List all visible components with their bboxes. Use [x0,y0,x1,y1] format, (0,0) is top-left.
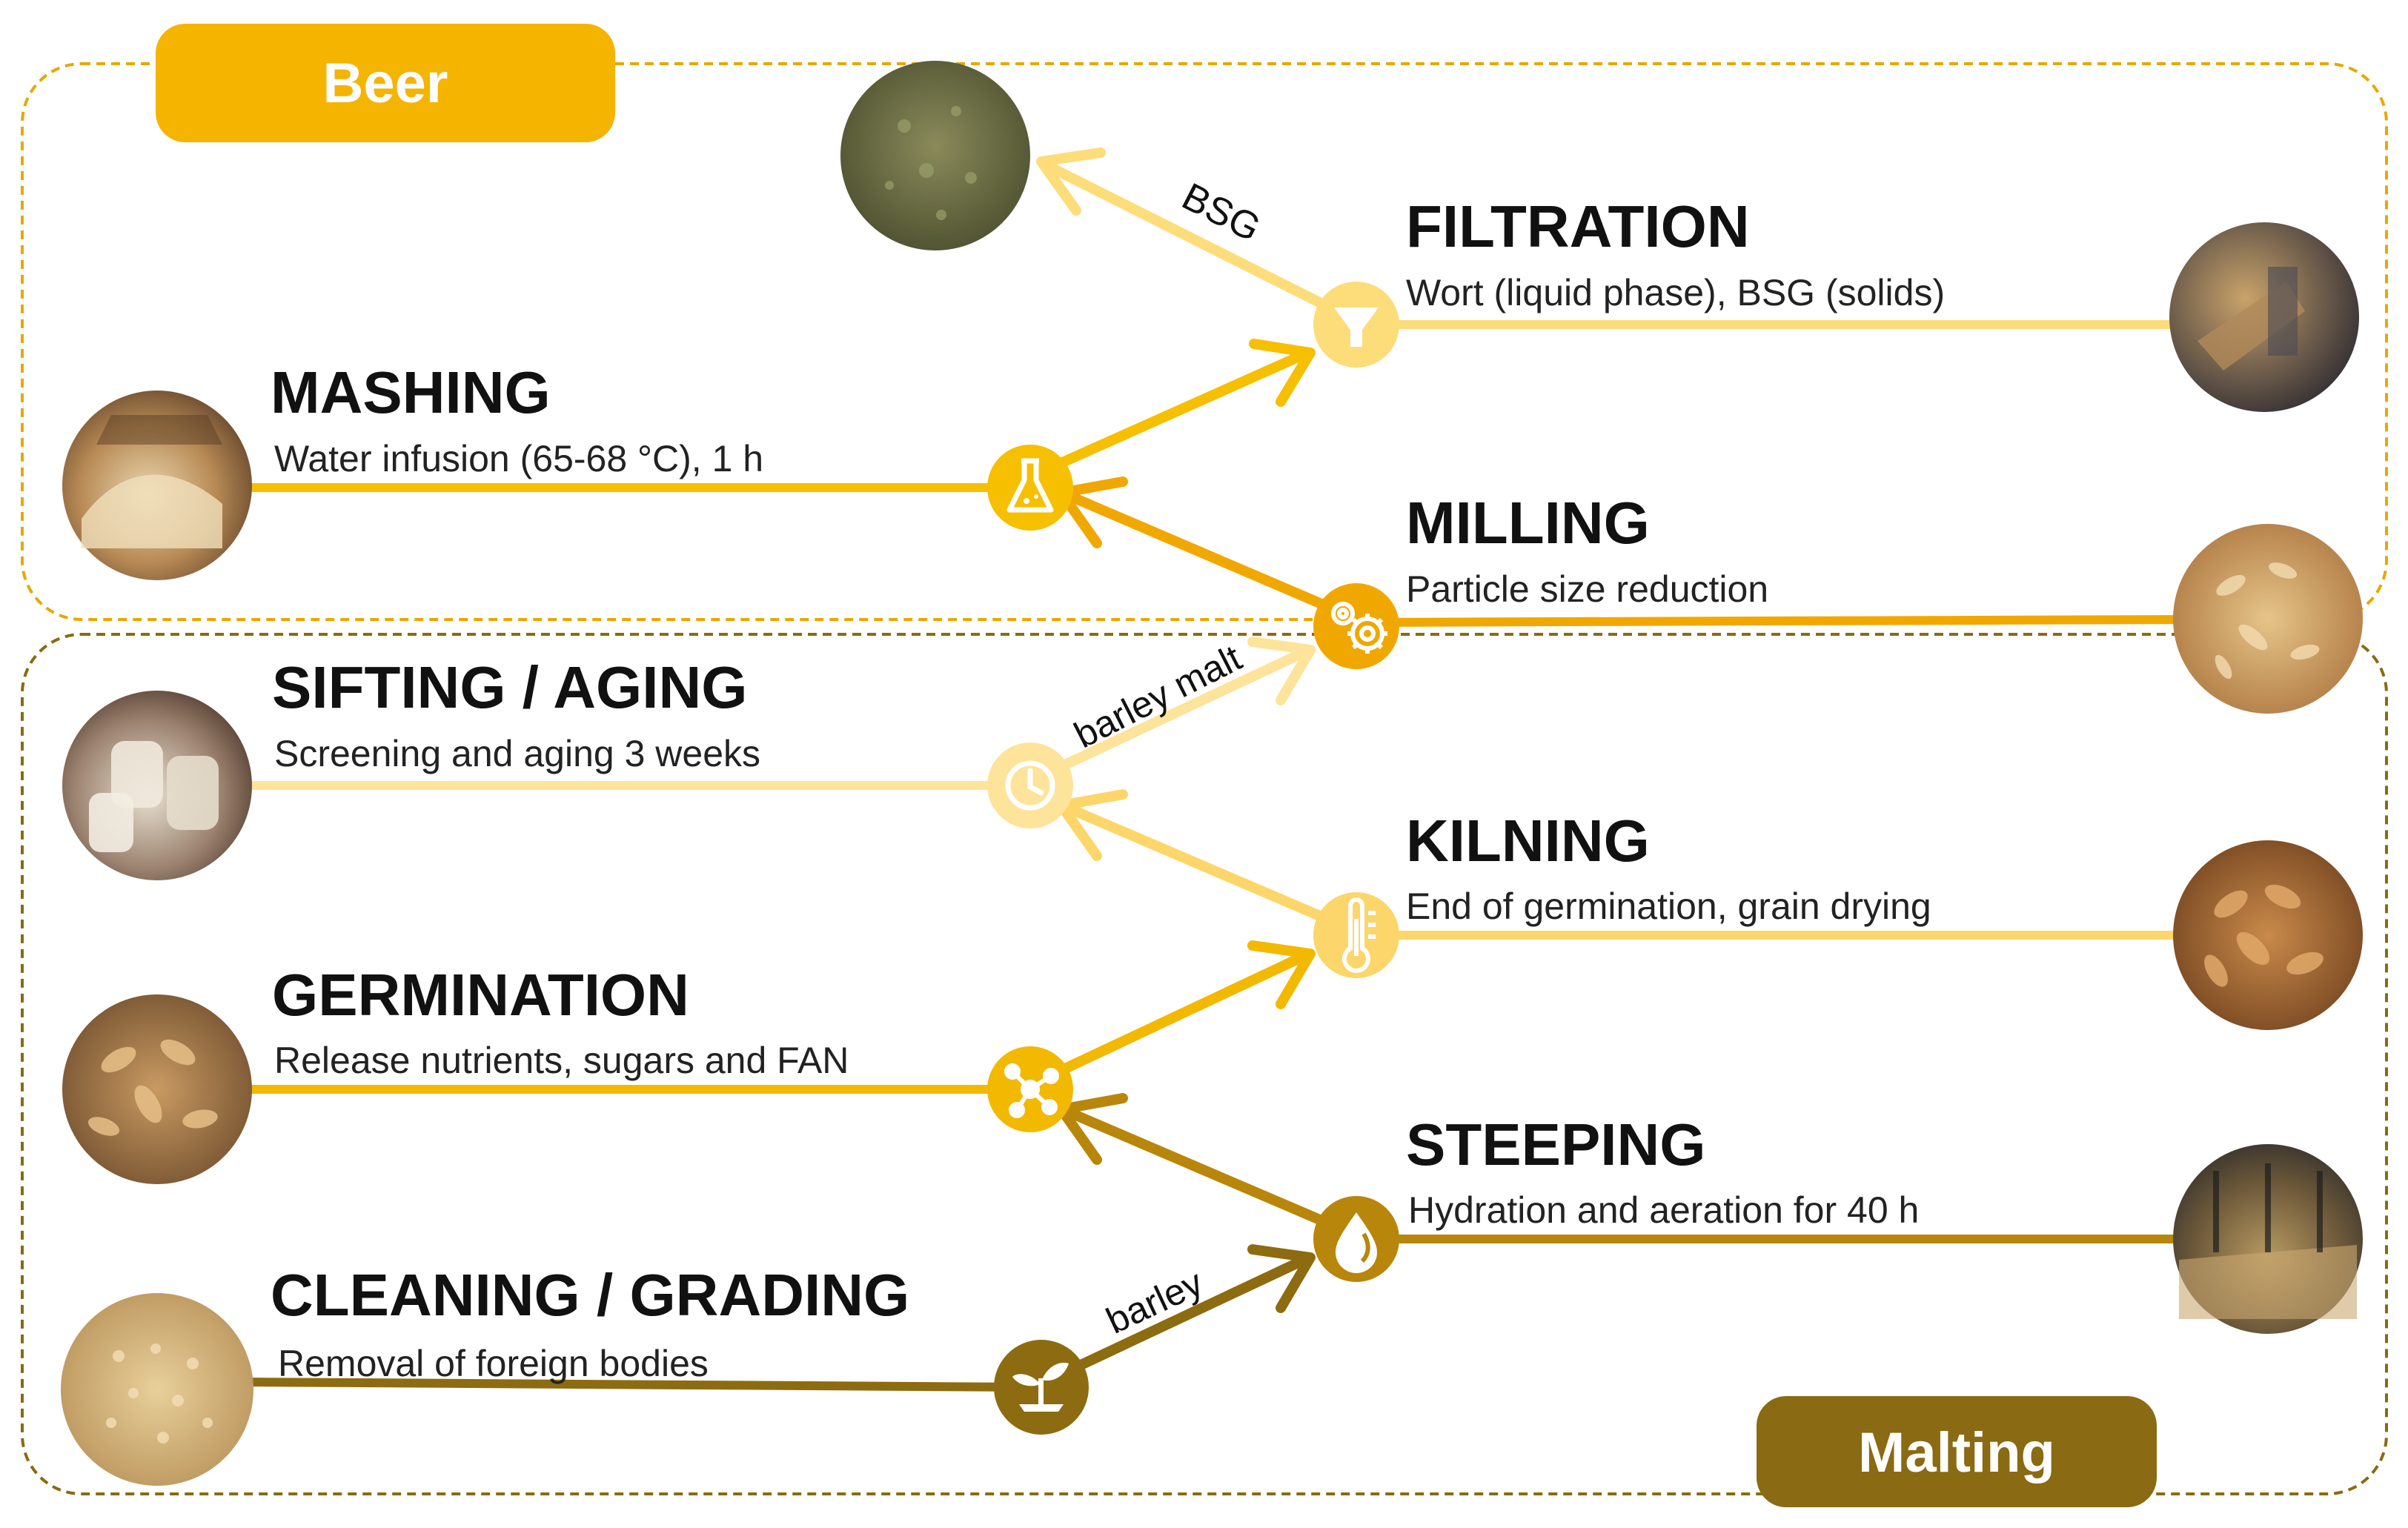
milling-title: MILLING [1406,490,1650,556]
raw-barley-photo [61,1293,253,1486]
arrow-sifting-to-milling [1047,637,1316,776]
sifting-title: SIFTING / AGING [272,654,747,720]
filtration-title: FILTRATION [1406,193,1750,259]
cleaning-title: CLEANING / GRADING [271,1262,909,1328]
arrow-mashing-to-filtration [1047,339,1316,472]
mash-tun-photo [62,391,252,580]
filtration-equipment-photo [2169,222,2359,412]
filtration-node [1313,282,1399,368]
mashing-title: MASHING [271,359,551,425]
mashing-node [987,445,1073,531]
steeping-node [1313,1196,1399,1282]
germination-node [987,1046,1073,1132]
kilning-node [1313,892,1399,978]
kilning-title: KILNING [1406,808,1650,874]
spent-grain-photo [840,61,1030,250]
kilned-malt-photo [2173,840,2363,1030]
thermometer-icon [1342,897,1376,973]
germinating-barley-photo [62,994,252,1184]
sifting-desc: Screening and aging 3 weeks [274,733,760,774]
beer-zone-border [21,62,2388,621]
steeping-floor-photo [2173,1144,2363,1334]
mashing-desc: Water infusion (65-68 °C), 1 h [274,438,763,479]
milling-node [1313,583,1399,669]
steeping-desc: Hydration and aeration for 40 h [1408,1189,1919,1231]
arrow-milling-to-mashing [1056,476,1332,611]
filtration-desc: Wort (liquid phase), BSG (solids) [1406,272,1945,313]
arrow-filtration-to-bsg [1036,147,1339,315]
cleaning-line [244,1378,1031,1392]
arrow-germination-to-kilning [1047,940,1316,1080]
steeping-title: STEEPING [1406,1112,1706,1177]
germination-desc: Release nutrients, sugars and FAN [274,1040,849,1081]
beer-zone-label: Beer [323,52,448,115]
water-drop-icon [1336,1212,1377,1273]
sprout-icon [1012,1362,1069,1412]
arrow-steeping-to-germination [1056,1093,1332,1228]
milling-line [1356,615,2180,627]
gears-icon [1331,602,1387,654]
malting-zone-label: Malting [1858,1421,2055,1484]
milled-grain-photo [2173,524,2363,714]
sifting-node [987,743,1073,828]
flask-icon [1006,458,1054,513]
cleaning-node [994,1340,1089,1435]
arrow-cleaning-to-steeping [1047,1244,1316,1383]
funnel-icon [1334,308,1379,347]
cleaning-desc: Removal of foreign bodies [278,1343,709,1384]
germination-title: GERMINATION [272,962,689,1028]
kilning-desc: End of germination, grain drying [1406,886,1931,927]
malt-sacks-photo [62,691,252,880]
milling-desc: Particle size reduction [1406,568,1768,610]
beer-zone-pill: Beer [156,24,615,142]
arrow-kilning-to-sifting [1056,789,1332,924]
malting-zone-pill: Malting [1757,1396,2157,1507]
molecule-icon [1004,1063,1059,1118]
clock-icon [1005,760,1055,811]
